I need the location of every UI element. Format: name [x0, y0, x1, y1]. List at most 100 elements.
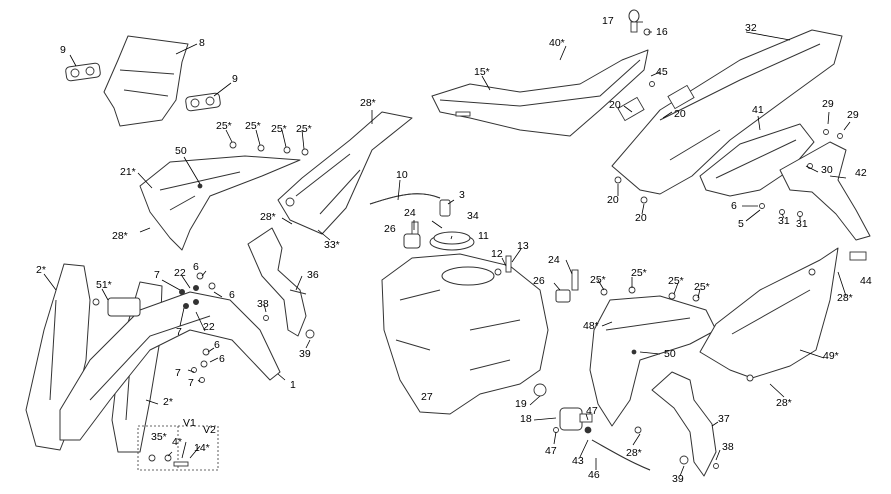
callout-41: 41	[752, 104, 764, 116]
callout-2: 2*	[163, 396, 173, 408]
tank-bracket	[247, 227, 315, 339]
callout-36: 36	[307, 269, 319, 281]
callout-7: 7	[188, 377, 194, 389]
fuel-cap-parts	[403, 199, 475, 251]
callout-25: 25*	[271, 123, 287, 135]
fork-clamp-51	[92, 297, 141, 317]
callout-33: 33*	[324, 239, 340, 251]
callout-37: 37	[718, 413, 730, 425]
tank-mount-parts	[494, 255, 579, 303]
callout-27: 27	[421, 391, 433, 403]
callout-38: 38	[257, 298, 269, 310]
callout-28: 28*	[112, 230, 128, 242]
callout-40: 40*	[549, 37, 565, 49]
callout-12: 12	[491, 248, 503, 260]
callout-43: 43	[572, 455, 584, 467]
callout-25: 25*	[245, 120, 261, 132]
callout-6: 6	[214, 339, 220, 351]
callout-28: 28*	[260, 211, 276, 223]
callout-49: 49*	[823, 350, 839, 362]
callout-39: 39	[299, 348, 311, 360]
callout-20: 20	[674, 108, 686, 120]
callout-47: 47	[586, 405, 598, 417]
fender-bolts	[178, 272, 216, 383]
callout-6: 6	[219, 353, 225, 365]
callout-6: 6	[731, 200, 737, 212]
callout-42: 42	[855, 167, 867, 179]
headlight-bulb-left	[65, 62, 101, 82]
side-panel	[699, 247, 839, 382]
callout-45: 45	[656, 66, 668, 78]
callout-38: 38	[722, 441, 734, 453]
callout-7: 7	[154, 269, 160, 281]
callout-13: 13	[517, 240, 529, 252]
callout-10: 10	[396, 169, 408, 181]
callout-25: 25*	[631, 267, 647, 279]
fuel-petcock	[533, 383, 651, 471]
callout-V1: V1	[183, 417, 196, 429]
callout-15: 15*	[474, 66, 490, 78]
callout-7: 7	[176, 326, 182, 338]
callout-44: 44	[860, 275, 872, 287]
callout-51: 51*	[96, 279, 112, 291]
callout-20: 20	[635, 212, 647, 224]
seat	[431, 49, 649, 137]
callout-31: 31	[778, 215, 790, 227]
callout-34: 34	[467, 210, 479, 222]
frame-guard	[634, 371, 719, 477]
callout-29: 29	[847, 109, 859, 121]
callout-29: 29	[822, 98, 834, 110]
seat-bolt-17	[628, 9, 651, 36]
headlight-mask-part	[103, 35, 189, 127]
callout-25: 25*	[216, 120, 232, 132]
callout-25: 25*	[296, 123, 312, 135]
callout-47: 47	[545, 445, 557, 457]
left-radiator-scoop	[139, 155, 301, 251]
callout-18: 18	[520, 413, 532, 425]
headlight-bulb-right	[185, 92, 221, 112]
callout-21: 21*	[120, 166, 136, 178]
callout-5: 5	[738, 218, 744, 230]
callout-16: 16	[656, 26, 668, 38]
callout-35: 35*	[151, 431, 167, 443]
callout-28: 28*	[626, 447, 642, 459]
callout-46: 46	[588, 469, 600, 481]
callout-1: 1	[290, 379, 296, 391]
callout-11: 11	[478, 230, 489, 242]
callout-28: 28*	[837, 292, 853, 304]
fuel-hose	[369, 193, 441, 205]
callout-24: 24	[404, 207, 416, 219]
callout-50: 50	[664, 348, 676, 360]
callout-24: 24	[548, 254, 560, 266]
leader-lines	[43, 21, 851, 477]
callout-6: 6	[193, 261, 199, 273]
callout-48: 48*	[583, 320, 599, 332]
right-radiator-scoop	[589, 286, 717, 427]
callout-20: 20	[607, 194, 619, 206]
callout-28: 28*	[360, 97, 376, 109]
callout-20: 20	[609, 99, 621, 111]
callout-28: 28*	[776, 397, 792, 409]
callout-25: 25*	[694, 281, 710, 293]
callout-50: 50	[175, 145, 187, 157]
callout-22: 22	[203, 321, 215, 333]
callout-2: 2*	[36, 264, 46, 276]
callout-17: 17	[602, 15, 614, 27]
center-shroud	[277, 111, 413, 235]
callout-7: 7	[175, 367, 181, 379]
callout-8: 8	[199, 37, 205, 49]
fuel-tank	[381, 253, 549, 415]
variant-box	[137, 425, 219, 471]
front-fender	[59, 291, 281, 441]
callout-V2: V2	[203, 424, 216, 436]
callout-9: 9	[232, 73, 238, 85]
callout-30: 30	[821, 164, 833, 176]
callout-14: 14*	[194, 442, 210, 454]
callout-26: 26	[533, 275, 545, 287]
callout-26: 26	[384, 223, 396, 235]
rear-fender	[611, 29, 843, 204]
callout-25: 25*	[590, 274, 606, 286]
callout-19: 19	[515, 398, 527, 410]
callout-9: 9	[60, 44, 66, 56]
